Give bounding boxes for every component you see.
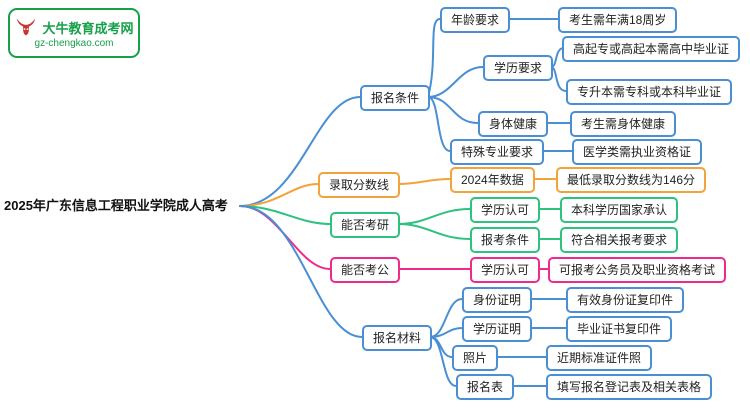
node-education-requirement: 学历要求: [483, 55, 554, 81]
node-photo: 照片: [452, 345, 499, 371]
node-education-proof-value: 毕业证书复印件: [566, 316, 673, 342]
node-civil-degree-recognition-value: 可报考公务员及职业资格考试: [548, 257, 727, 283]
node-education-requirement-value-2: 专升本需专科或本科毕业证: [566, 79, 733, 105]
node-degree-recognition: 学历认可: [470, 197, 541, 223]
root-topic: 2025年广东信息工程职业学院成人高考: [4, 198, 228, 213]
site-logo[interactable]: 大牛教育成考网 gz-chengkao.com: [8, 8, 140, 58]
node-2024-data-value: 最低录取分数线为146分: [556, 167, 707, 193]
node-application-form-value: 填写报名登记表及相关表格: [546, 374, 713, 400]
node-application-form: 报名表: [456, 374, 515, 400]
branch-postgraduate-eligibility: 能否考研: [330, 212, 401, 238]
branch-civil-service-eligibility: 能否考公: [330, 257, 401, 283]
node-special-major-requirement: 特殊专业要求: [450, 139, 545, 165]
node-health-requirement: 身体健康: [478, 111, 549, 137]
node-civil-degree-recognition: 学历认可: [470, 257, 541, 283]
logo-url: gz-chengkao.com: [34, 38, 114, 49]
node-id-proof: 身份证明: [462, 287, 533, 313]
node-age-requirement-value: 考生需年满18周岁: [558, 7, 678, 33]
node-application-condition-value: 符合相关报考要求: [560, 227, 679, 253]
node-health-requirement-value: 考生需身体健康: [570, 111, 677, 137]
logo-title: 大牛教育成考网: [42, 20, 134, 36]
node-education-proof: 学历证明: [462, 316, 533, 342]
node-application-condition: 报考条件: [470, 227, 541, 253]
node-photo-value: 近期标准证件照: [546, 345, 653, 371]
branch-application-materials: 报名材料: [362, 325, 433, 351]
branch-enrollment-requirements: 报名条件: [360, 85, 431, 111]
node-education-requirement-value-1: 高起专或高起本需高中毕业证: [562, 36, 741, 62]
node-degree-recognition-value: 本科学历国家承认: [560, 197, 679, 223]
bull-icon: [17, 18, 36, 36]
node-age-requirement: 年龄要求: [440, 7, 511, 33]
branch-admission-score-line: 录取分数线: [318, 172, 401, 198]
node-special-major-requirement-value: 医学类需执业资格证: [572, 139, 703, 165]
node-id-proof-value: 有效身份证复印件: [566, 287, 685, 313]
node-2024-data: 2024年数据: [450, 167, 535, 193]
